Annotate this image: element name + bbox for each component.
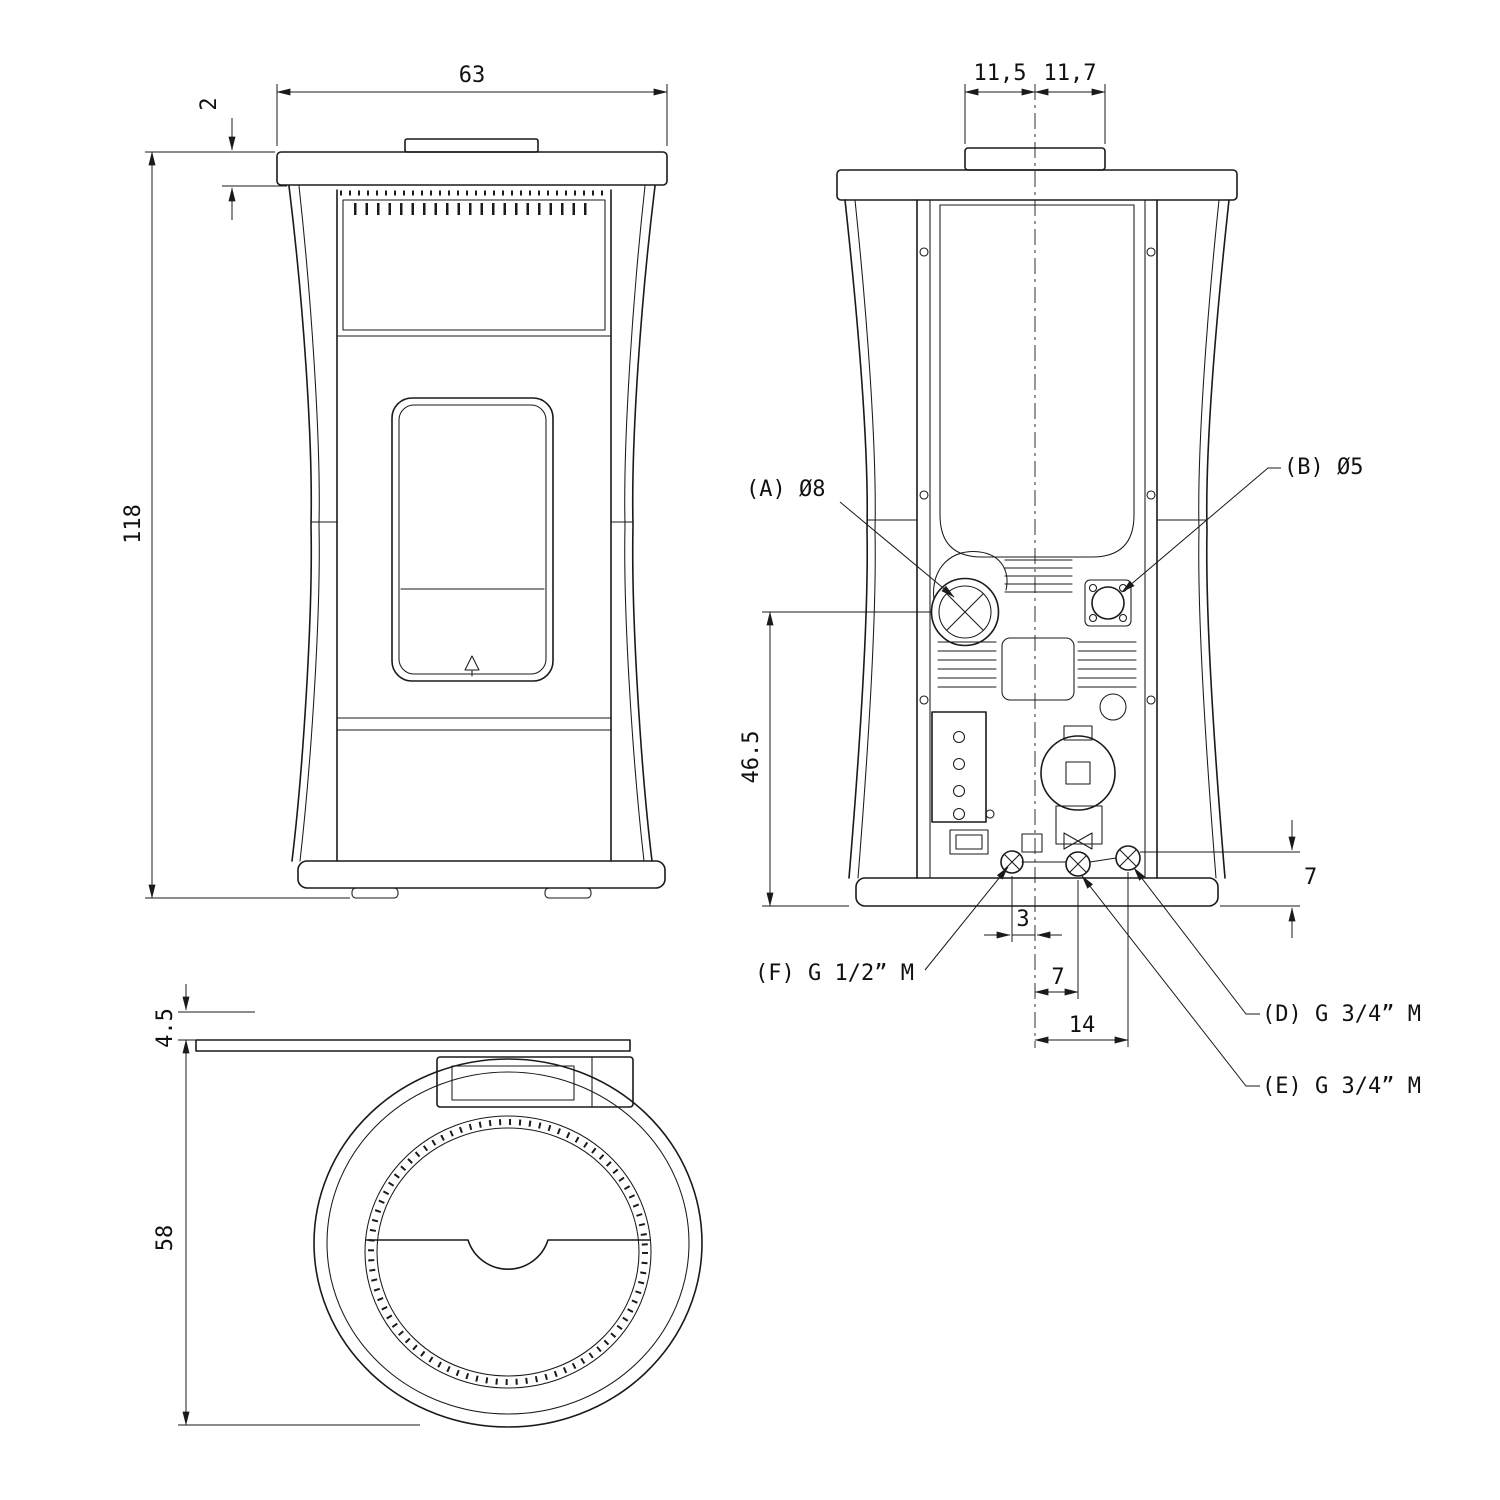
leader-line-e <box>1081 875 1260 1087</box>
terminal-block <box>931 711 995 823</box>
label-flue-a: (A) Ø8 <box>746 477 825 502</box>
rear-hopper-back-panel <box>939 204 1135 558</box>
rear-access-panel <box>1001 637 1075 701</box>
top-inner-ring-inner <box>376 1127 640 1377</box>
rear-right-panel-edge <box>1205 199 1230 879</box>
dim-front-width: 63 <box>459 63 486 88</box>
top-view <box>195 1039 703 1428</box>
rear-base <box>855 877 1219 907</box>
label-connection-d: (D) G 3/4” M <box>1262 1002 1421 1027</box>
front-left-panel-edge <box>288 185 313 862</box>
dim-flue-height: 46.5 <box>739 731 764 784</box>
flange-plate <box>1084 579 1132 627</box>
rear-small-port <box>1099 693 1127 721</box>
leader-line-f <box>924 866 1009 971</box>
top-body-outer <box>313 1058 703 1428</box>
front-hopper-panel <box>342 199 606 331</box>
front-right-panel-inner <box>624 185 646 862</box>
top-lid-inner <box>451 1065 575 1101</box>
leader-line-a <box>839 501 955 598</box>
dim-conn-spacing-14: 14 <box>1069 1013 1096 1038</box>
leader-line-d <box>1133 867 1260 1015</box>
dim-front-height: 118 <box>121 504 146 544</box>
rear-view <box>836 147 1238 907</box>
front-left-foot <box>351 887 399 899</box>
dim-flue-offset-left: 11,5 <box>974 61 1027 86</box>
fitting-block <box>1021 833 1043 853</box>
rear-dimensions: 11,5 11,7 (A) Ø8 (B) Ø5 46.5 7 3 7 14 (F <box>739 61 1421 1099</box>
top-ring-texture <box>368 1119 648 1385</box>
front-top-plate <box>276 151 668 186</box>
rear-louvers-right <box>1077 641 1137 688</box>
rear-left-panel-inner <box>854 199 876 879</box>
valve-bowtie <box>1063 832 1093 850</box>
dim-depth: 58 <box>153 1225 178 1252</box>
front-base <box>297 860 666 889</box>
top-lid <box>436 1056 634 1108</box>
front-door-window <box>391 397 554 682</box>
flue-cross-mark <box>946 593 984 631</box>
front-dimensions: 63 2 118 <box>121 63 668 899</box>
dim-front-top-thickness: 2 <box>197 97 222 110</box>
flange-circle <box>1091 586 1125 620</box>
dim-flue-offset-right: 11,7 <box>1044 61 1097 86</box>
front-door-window-inner <box>398 404 547 675</box>
dim-connection-height: 7 <box>1304 865 1317 890</box>
label-connection-e: (E) G 3/4” M <box>1262 1074 1421 1099</box>
rear-louvers-left <box>937 641 997 688</box>
sensor-flange-b <box>1084 579 1132 627</box>
rear-right-panel-inner <box>1198 199 1220 879</box>
front-right-foot <box>544 887 592 899</box>
dim-conn-spacing-7: 7 <box>1051 965 1064 990</box>
rear-screws <box>919 247 1156 705</box>
fitting-e <box>1065 851 1091 877</box>
label-sensor-b: (B) Ø5 <box>1284 455 1363 480</box>
front-logo-mark <box>464 655 480 677</box>
top-dimensions: 4.5 58 <box>153 984 420 1426</box>
power-inlet <box>949 829 989 855</box>
top-body-second <box>326 1071 690 1415</box>
dim-conn-spacing-3: 3 <box>1016 907 1029 932</box>
rear-top-plate <box>836 169 1238 201</box>
front-left-panel-inner <box>298 185 320 862</box>
flue-outlet-a <box>930 550 1008 647</box>
front-right-panel-edge <box>631 185 656 862</box>
flue-housing-curve <box>933 550 1008 601</box>
leader-line-b <box>1121 467 1281 593</box>
top-door-chord <box>365 1239 651 1270</box>
rear-louvers-top <box>1004 559 1073 593</box>
hydraulic-fittings <box>1000 832 1141 877</box>
front-top-lid <box>404 138 539 153</box>
flue-inner-circle <box>938 585 992 639</box>
top-inner-ring-outer <box>364 1115 652 1389</box>
circulation-pump <box>1040 725 1116 845</box>
rear-left-panel-edge <box>844 199 869 879</box>
label-connection-f: (F) G 1/2” M <box>755 961 914 986</box>
dim-top-plate: 4.5 <box>153 1008 178 1048</box>
front-view <box>276 138 668 899</box>
fitting-d <box>1115 845 1141 871</box>
top-plate-edge <box>195 1039 631 1052</box>
fitting-f <box>1000 850 1024 874</box>
